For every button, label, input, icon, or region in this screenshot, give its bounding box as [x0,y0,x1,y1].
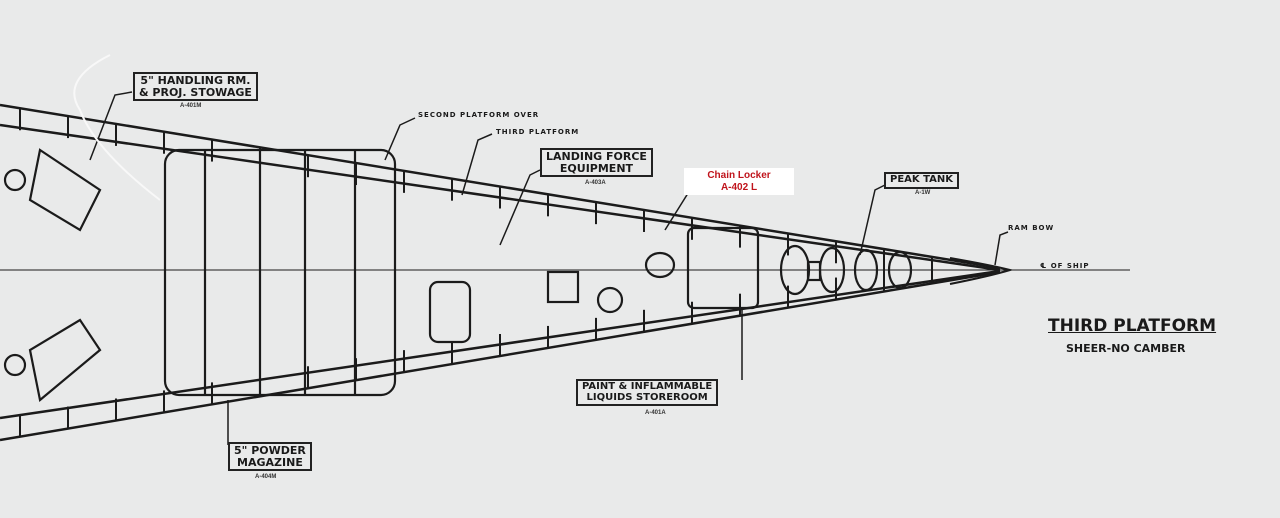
paint-storeroom-code: A-401A [645,410,666,416]
handling-room-code: A-401M [180,103,202,109]
leader-lines [73,54,1009,445]
ram-bow-label: Ram Bow [1008,224,1055,232]
frame-lines [19,108,933,437]
landing-force-code: A-403A [585,180,606,186]
peak-tank-label: Peak Tank [884,172,960,189]
powder-magazine-code: A-404M [255,474,277,480]
handling-room-line2: & Proj. Stowage [139,85,252,99]
landing-force-line1: Landing Force [546,150,647,163]
centerline-label: ℄ of Ship [1040,262,1090,270]
landing-force-label: Landing Force Equipment [540,148,653,178]
landing-force-line2: Equipment [559,161,634,175]
hull-outline [0,103,1014,442]
paint-storeroom-label: Paint & Inflammable Liquids Storeroom [576,379,719,406]
second-platform-over-label: Second Platform Over [418,111,540,119]
powder-magazine-label: 5" Powder Magazine [228,442,312,472]
powder-magazine-line2: Magazine [237,455,303,469]
paint-storeroom-line1: Paint & Inflammable [582,381,713,392]
handling-room-line1: 5" Handling Rm. [140,74,251,87]
chain-locker-line1: Chain Locker [707,170,771,181]
paint-storeroom-line2: Liquids Storeroom [586,391,708,403]
peak-tank-code: A-1W [915,190,931,196]
chain-locker-line2: A-402 L [720,182,758,193]
powder-magazine-line1: 5" Powder [234,444,306,457]
compartments [3,148,913,403]
drawing-title: Third Platform [1048,316,1217,336]
chain-locker-annotation: Chain Locker A-402 L [684,168,794,195]
drawing-subtitle: Sheer-No Camber [1066,342,1186,355]
third-platform-line-label: Third Platform [496,128,580,136]
handling-room-label: 5" Handling Rm. & Proj. Stowage [133,72,258,102]
